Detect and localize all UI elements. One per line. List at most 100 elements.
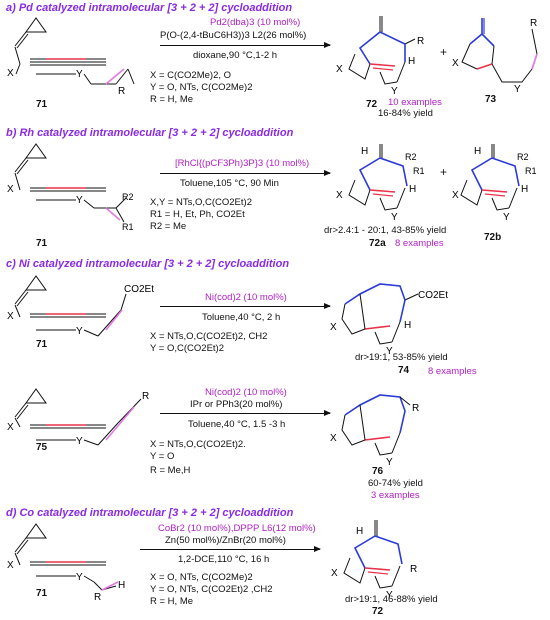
svg-text:CO2Et: CO2Et	[418, 290, 448, 301]
svg-text:R1: R1	[413, 166, 425, 176]
conditions-c2: Toluene,40 °C, 1.5 -3 h	[188, 419, 286, 430]
subst-d-y: Y = O, NTs, C(CO2Et)2 ,CH2	[150, 584, 273, 595]
conditions-a: dioxane,90 °C,1-2 h	[193, 50, 278, 61]
svg-text:Y: Y	[76, 436, 83, 447]
substrate-71-b: X Y R2 R1	[7, 143, 134, 232]
svg-text:X: X	[452, 58, 459, 69]
svg-text:X: X	[452, 190, 459, 201]
section-d-header: d) Co catalyzed intramolecular [3 + 2 + …	[6, 507, 294, 519]
svg-text:R: R	[417, 36, 424, 47]
reaction-arrow-d	[140, 546, 321, 552]
svg-text:Y: Y	[76, 195, 83, 206]
reaction-arrow-c2	[160, 410, 331, 416]
svg-text:X: X	[331, 568, 338, 579]
substrate-75: X Y R	[7, 388, 149, 447]
svg-text:Y: Y	[386, 590, 393, 601]
svg-text:H: H	[361, 146, 368, 157]
label-72a: 72a	[369, 238, 386, 249]
svg-text:Y: Y	[386, 346, 393, 357]
conditions-d: 1,2-DCE,110 °C, 16 h	[178, 554, 270, 565]
svg-text:X: X	[336, 190, 343, 201]
section-c-header: c) Ni catalyzed intramolecular [3 + 2 + …	[6, 258, 290, 270]
subst-c2-x: X = NTs,O,C(CO2Et)2.	[150, 439, 246, 450]
svg-text:H: H	[409, 184, 416, 195]
subst-c2-y: Y = O	[150, 451, 175, 462]
svg-text:X: X	[330, 433, 337, 444]
label-71-d: 71	[36, 588, 48, 599]
svg-text:H: H	[356, 526, 363, 537]
svg-text:X: X	[7, 184, 14, 195]
svg-text:H: H	[408, 56, 415, 67]
svg-text:R: R	[530, 18, 537, 29]
conditions-b: Toluene,105 °C, 90 Min	[180, 178, 279, 189]
svg-text:H: H	[521, 184, 528, 195]
subst-b-r2: R2 = Me	[150, 221, 187, 232]
yield-c2: 60-74% yield	[368, 478, 423, 489]
svg-text:R: R	[410, 564, 417, 575]
atom-r: R	[118, 86, 125, 97]
section-a-header: a) Pd catalyzed intramolecular [3 + 2 + …	[6, 2, 293, 14]
label-72: 72	[366, 99, 378, 110]
catalyst-c2: Ni(cod)2 (10 mol%)	[205, 387, 287, 398]
product-72a: X H R2 R1 H Y	[336, 144, 425, 223]
examples-c2: 3 examples	[371, 490, 420, 501]
examples-a: 10 examples	[388, 97, 442, 108]
catalyst-a: Pd2(dba)3 (10 mol%)	[210, 17, 301, 28]
yield-a: 16-84% yield	[378, 108, 433, 119]
label-75: 75	[36, 442, 48, 453]
svg-text:Y: Y	[391, 86, 398, 97]
svg-text:CO2Et: CO2Et	[124, 284, 154, 295]
svg-text:X: X	[7, 560, 14, 571]
dr-yield-d: dr>19:1, 46-88% yield	[345, 594, 438, 605]
label-76: 76	[372, 466, 384, 477]
reaction-arrow-c	[160, 303, 331, 309]
product-72-a: X R H Y	[336, 16, 424, 97]
svg-text:Y: Y	[76, 326, 83, 337]
label-73: 73	[485, 94, 497, 105]
svg-text:R2: R2	[517, 152, 529, 162]
catalyst-c: Ni(cod)2 (10 mol%)	[205, 292, 287, 303]
svg-text:R2: R2	[405, 152, 417, 162]
subst-c-y: Y = O,C(CO2Et)2	[150, 343, 225, 354]
label-72-d: 72	[372, 606, 384, 617]
catalyst-d: CoBr2 (10 mol%),DPPP L6(12 mol%)	[158, 523, 316, 534]
label-71-b: 71	[36, 238, 48, 249]
examples-b: 8 examples	[395, 238, 444, 249]
ligand-a: P(O-(2,4-tBuC6H3))3 L2(26 mol%)	[160, 30, 307, 41]
subst-c-x: X = NTs,O,C(CO2Et)2, CH2	[150, 331, 268, 342]
svg-text:Y: Y	[514, 84, 521, 95]
svg-text:R1: R1	[122, 222, 134, 232]
section-b-header: b) Rh catalyzed intramolecular [3 + 2 + …	[6, 127, 294, 139]
svg-text:Y: Y	[391, 212, 398, 223]
product-73: X R Y	[452, 18, 538, 95]
catalyst-b: [RhCl{(pCF3Ph)3P}3 (10 mol%)	[175, 158, 310, 169]
svg-text:R: R	[94, 592, 101, 603]
label-71-a: 71	[36, 99, 48, 110]
substrate-71-c: X Y CO2Et	[7, 275, 154, 337]
ligand-c2: IPr or PPh3(20 mol%)	[190, 399, 283, 410]
atom-x: X	[7, 68, 14, 79]
svg-text:R: R	[142, 391, 149, 402]
subst-d-r: R = H, Me	[150, 596, 194, 607]
svg-text:Y: Y	[76, 572, 83, 583]
product-76: X R Y	[330, 394, 419, 468]
label-72b: 72b	[484, 232, 502, 243]
product-74: X CO2Et H Y	[330, 283, 448, 357]
reaction-arrow-a	[160, 42, 331, 48]
svg-text:X: X	[7, 422, 14, 433]
reaction-arrow-b	[160, 170, 331, 176]
svg-text:X: X	[7, 311, 14, 322]
label-74: 74	[398, 365, 410, 376]
subst-a-r: R = H, Me	[150, 94, 194, 105]
dr-yield-c: dr>19:1, 53-85% yield	[355, 352, 448, 363]
svg-text:R1: R1	[525, 166, 537, 176]
svg-text:Y: Y	[386, 457, 393, 468]
examples-c: 8 examples	[428, 366, 477, 377]
svg-text:X: X	[336, 64, 343, 75]
substrate-71-a: X Y R	[7, 17, 135, 97]
product-72-d: X H R Y	[331, 520, 417, 601]
subst-a-y: Y = O, NTs, C(CO2Me)2	[150, 82, 253, 93]
svg-text:H: H	[118, 580, 125, 591]
svg-text:Y: Y	[503, 212, 510, 223]
svg-text:H: H	[404, 320, 411, 331]
